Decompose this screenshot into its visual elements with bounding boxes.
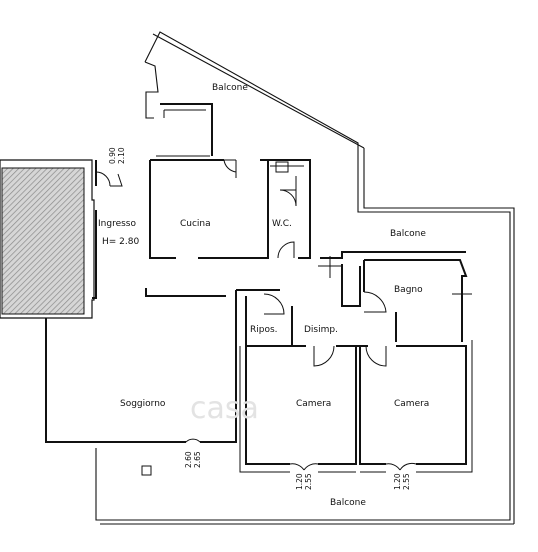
dim-camera-left-top: 1.20 xyxy=(295,473,304,490)
label-soggiorno: Soggiorno xyxy=(120,399,166,409)
dim-entrance-bottom: 2.10 xyxy=(117,147,126,164)
label-balcone-top: Balcone xyxy=(212,83,248,93)
watermark: casa xyxy=(190,391,259,426)
dim-entrance-top: 0.90 xyxy=(108,147,117,164)
ripos-walls xyxy=(245,289,293,347)
camera-doors xyxy=(185,345,417,471)
label-disimp: Disimp. xyxy=(304,325,338,335)
label-bagno: Bagno xyxy=(394,285,423,295)
label-ripos: Ripos. xyxy=(250,325,278,335)
wc-walls xyxy=(268,159,311,259)
hatched-area xyxy=(0,159,95,319)
balcony-outline xyxy=(95,31,515,525)
kitchen-door xyxy=(223,159,237,178)
label-wc: W.C. xyxy=(272,219,292,229)
label-balcone-right: Balcone xyxy=(390,229,426,239)
soggiorno-walls xyxy=(45,289,264,443)
label-ingresso: Ingresso xyxy=(98,219,136,229)
dim-soggiorno-top: 2.60 xyxy=(184,451,193,468)
label-camera-left: Camera xyxy=(296,399,331,409)
kitchen-block xyxy=(149,103,269,259)
bagno-walls xyxy=(363,259,472,342)
label-balcone-bottom: Balcone xyxy=(330,498,366,508)
label-cucina: Cucina xyxy=(180,219,211,229)
camera-walls xyxy=(239,340,473,473)
label-ingresso-height: H= 2.80 xyxy=(102,237,139,247)
dim-camera-left-bottom: 2.55 xyxy=(304,473,313,490)
dim-soggiorno-bottom: 2.65 xyxy=(193,451,202,468)
dim-camera-right-bottom: 2.55 xyxy=(402,473,411,490)
label-camera-right: Camera xyxy=(394,399,429,409)
balcony-pillar xyxy=(141,465,152,476)
entrance-walls xyxy=(92,160,226,299)
corridor-walls xyxy=(318,251,466,307)
dim-camera-right-top: 1.20 xyxy=(393,473,402,490)
